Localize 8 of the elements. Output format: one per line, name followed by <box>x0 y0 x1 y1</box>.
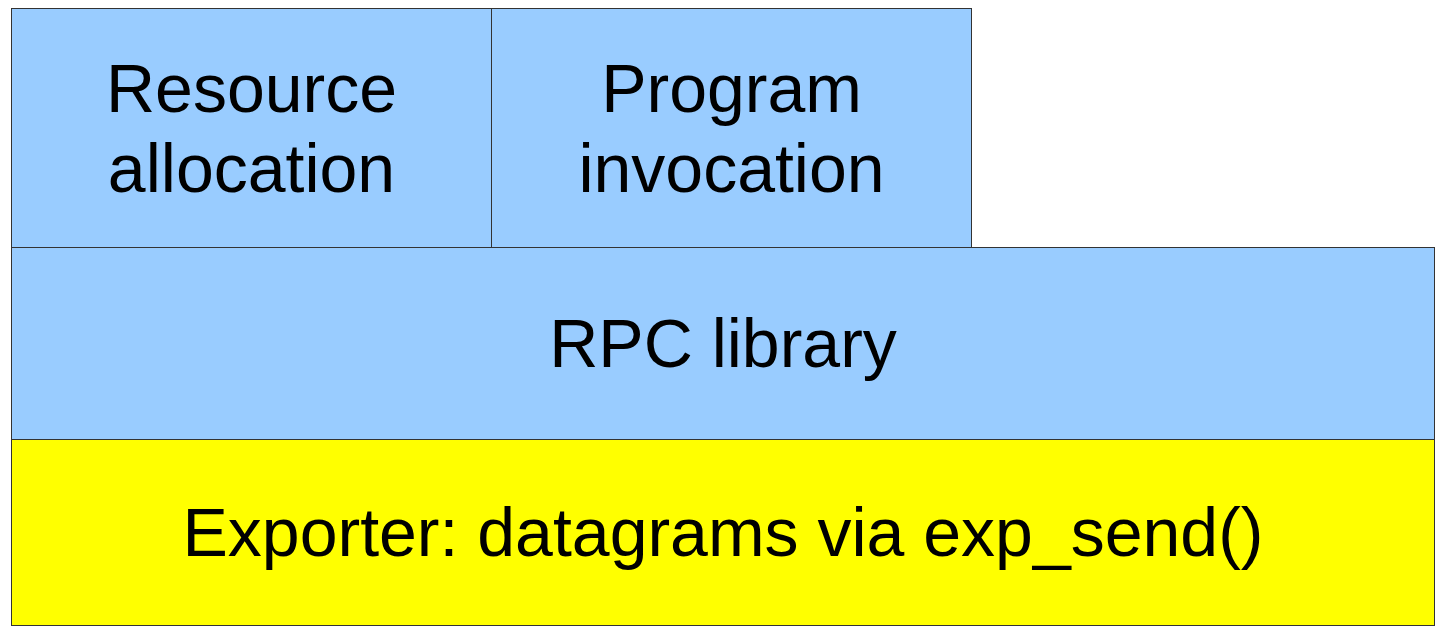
layer-box <box>11 439 1435 626</box>
layer-box <box>11 8 492 248</box>
layer-label: Resource allocation <box>105 48 398 208</box>
layer-box <box>11 247 1435 440</box>
layer-label: Exporter: datagrams via exp_send() <box>182 493 1264 573</box>
layer-box <box>491 8 972 248</box>
layer-label: RPC library <box>549 304 897 384</box>
layer-label: Program invocation <box>577 48 886 208</box>
